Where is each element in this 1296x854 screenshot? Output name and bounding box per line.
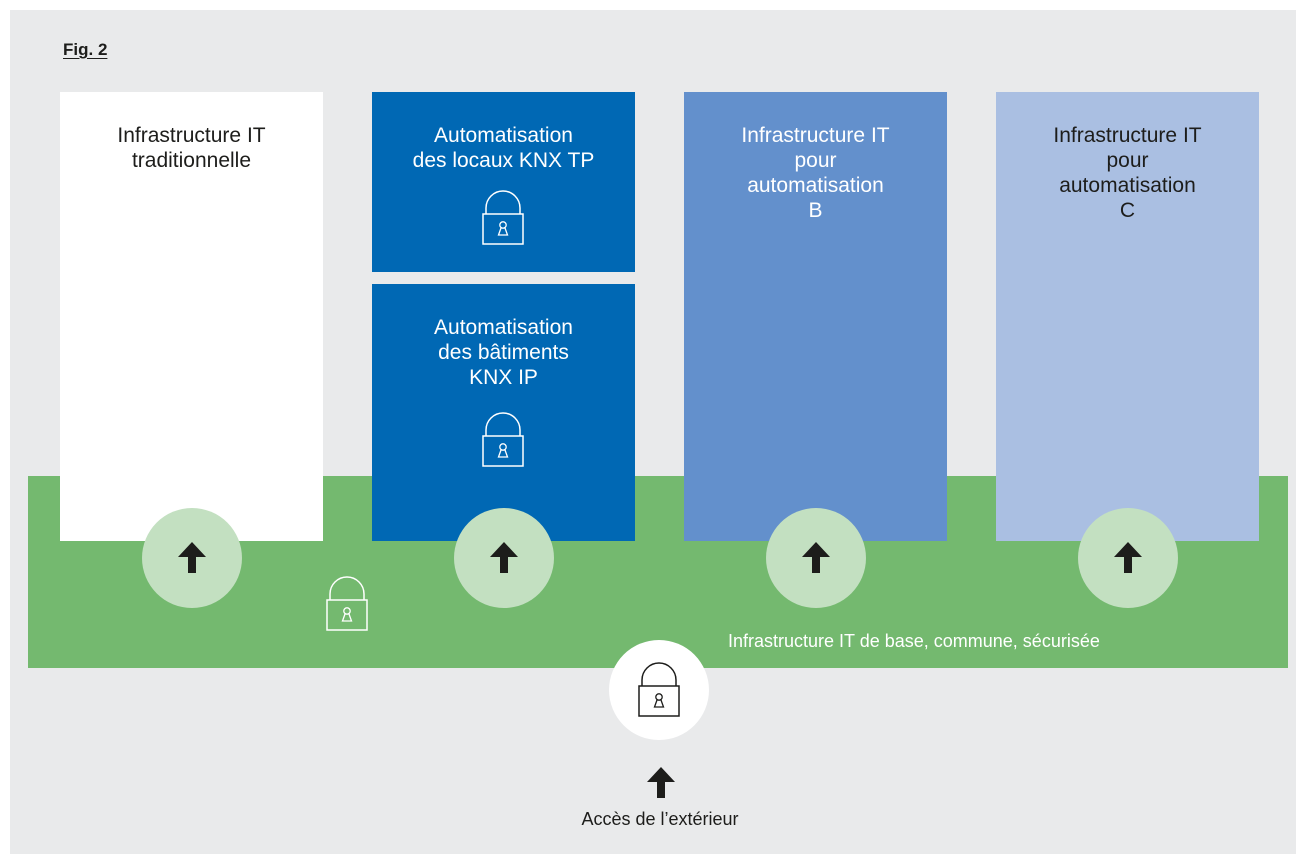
lock-icon: [326, 576, 368, 631]
column-traditional-it: Infrastructure IT traditionnelle: [60, 92, 323, 541]
arrow-circle: [142, 508, 242, 608]
column-knx-ip-title: Automatisation des bâtiments KNX IP: [434, 316, 573, 389]
column-automation-b: Infrastructure IT pour automatisation B: [684, 92, 947, 541]
column-automation-c-title: Infrastructure IT pour automatisation C: [1053, 124, 1202, 222]
external-access-label: Accès de l’extérieur: [581, 809, 739, 829]
arrow-up-icon: [490, 542, 518, 573]
arrow-up-icon: [802, 542, 830, 573]
column-knx-tp-title: Automatisation des locaux KNX TP: [412, 124, 595, 172]
lock-icon: [482, 412, 524, 467]
arrow-circle: [454, 508, 554, 608]
figure-label: Fig. 2: [63, 40, 108, 59]
column-traditional-it-title: Infrastructure IT traditionnelle: [117, 124, 266, 172]
column-automation-b-title: Infrastructure IT pour automatisation B: [741, 124, 890, 222]
arrow-circle: [766, 508, 866, 608]
lock-icon: [482, 190, 524, 245]
column-knx-tp: Automatisation des locaux KNX TP: [372, 92, 635, 272]
external-access-lock-circle: [609, 640, 709, 740]
arrow-up-icon: [178, 542, 206, 573]
lock-icon: [638, 662, 680, 717]
arrow-up-icon: [647, 767, 675, 798]
base-infrastructure-label: Infrastructure IT de base, commune, sécu…: [728, 631, 1100, 651]
arrow-circle: [1078, 508, 1178, 608]
arrow-up-icon: [1114, 542, 1142, 573]
column-automation-c: Infrastructure IT pour automatisation C: [996, 92, 1259, 541]
